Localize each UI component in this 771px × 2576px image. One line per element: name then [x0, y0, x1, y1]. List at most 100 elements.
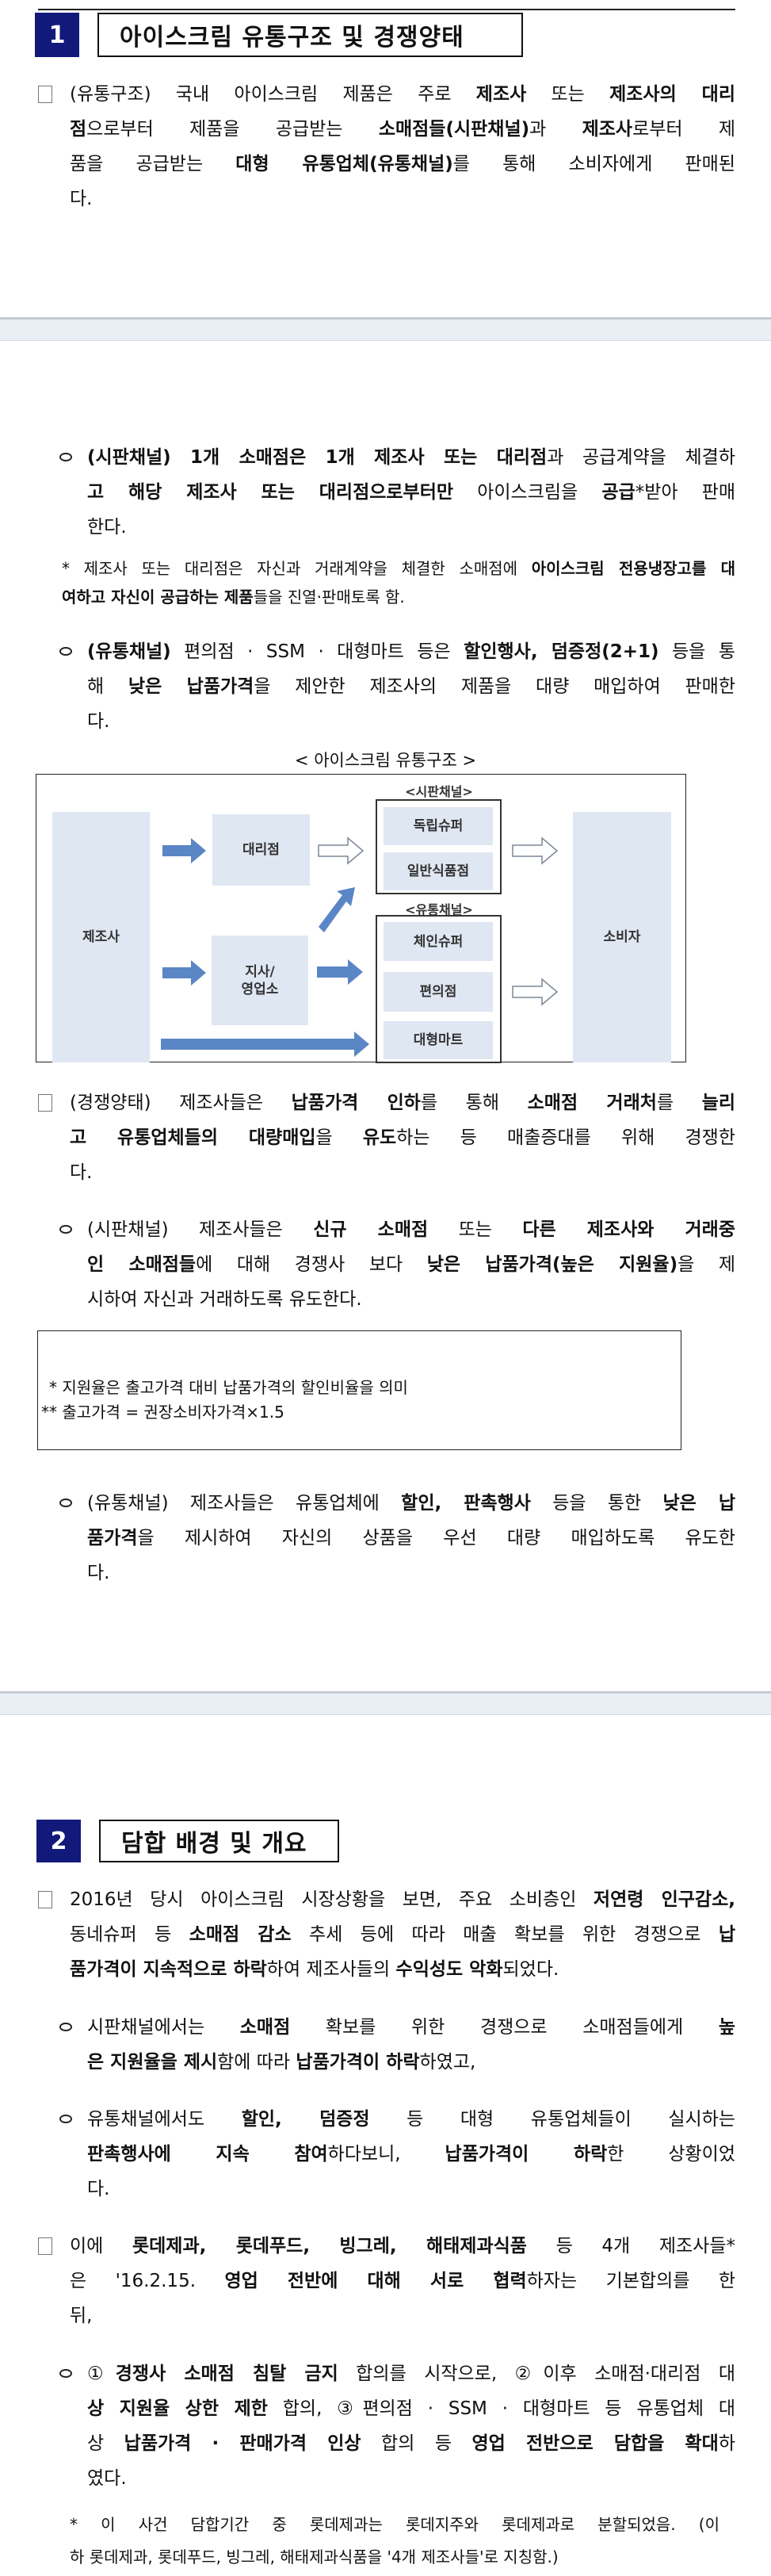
top-rule	[38, 9, 735, 10]
text-segment: 였다.	[87, 2468, 127, 2489]
text-line: 품가격을 제시하여 자신의 상품을 우선 대량 매입하도록 유도한	[87, 1521, 735, 1556]
text-line: 고 유통업체들의 대량매입을 유도하는 등 매출증대를 위해 경쟁한	[70, 1120, 735, 1155]
text-line: 뒤,	[70, 2298, 735, 2333]
bold-text-segment: 판촉행사에 지속 참여	[87, 2144, 328, 2165]
text-segment: 뒤,	[70, 2306, 93, 2326]
text-line: 여하고 자신이 공급하는 제품들을 진열·판매토록 함.	[62, 583, 735, 611]
text-segment: 동네슈퍼 등	[70, 1924, 189, 1945]
text-segment: 은 '16.2.15.	[70, 2271, 225, 2291]
text-segment: 유통채널에서도	[87, 2109, 242, 2130]
outline-arrow-agency-to-retail	[318, 836, 365, 865]
section-number-badge: 2	[36, 1820, 81, 1862]
text-segment: 을	[315, 1127, 363, 1148]
paragraph-distribution-channel: (유통채널) 편의점 · SSM · 대형마트 등은 할인행사, 덤증정(2+1…	[87, 634, 735, 739]
text-segment: 등을 통한	[530, 1493, 663, 1514]
text-segment: 합의를 시작으로, ②이후 소매점·대리점 대	[338, 2364, 736, 2384]
text-segment: 등 대형 유통업체들이 실시하는	[369, 2109, 735, 2130]
arrow-branch-to-convenience	[317, 959, 363, 985]
text-line: 하 롯데제과, 롯데푸드, 빙그레, 해태제과식품을 '4개 제조사들'로 지칭…	[70, 2541, 719, 2574]
text-line: (시판채널) 제조사들은 신규 소매점 또는 다른 제조사와 거래중	[87, 1212, 735, 1247]
bold-text-segment: 낮은 납품가격	[128, 676, 254, 697]
text-segment: 시하여 자신과 거래하도록 유도한다.	[87, 1289, 362, 1310]
text-segment: 을 제시하여 자신의 상품을 우선 대량 매입하도록 유도한	[137, 1528, 735, 1548]
text-line: (유통채널) 편의점 · SSM · 대형마트 등은 할인행사, 덤증정(2+1…	[87, 634, 735, 669]
text-line: 다.	[70, 1155, 735, 1190]
text-line: 였다.	[87, 2461, 735, 2496]
text-segment: 하 롯데제과, 롯데푸드, 빙그레, 해태제과식품을 '4개 제조사들'로 지칭…	[70, 2547, 559, 2566]
text-line: * 제조사 또는 대리점은 자신과 거래계약을 체결한 소매점에 아이스크림 전…	[62, 554, 735, 583]
text-segment: 아이스크림을	[453, 482, 602, 503]
text-line: 은 '16.2.15. 영업 전반에 대해 서로 협력하자는 기본합의를 한	[70, 2264, 735, 2298]
bold-text-segment: 할인, 덤증정	[241, 2109, 370, 2130]
arrow-manufacturer-to-branch	[162, 960, 206, 986]
bold-text-segment: 점	[70, 119, 87, 140]
text-line: * 이 사건 담합기간 중 롯데제과는 롯데지주와 롯데제과로 분할되었음. (…	[70, 2509, 719, 2541]
bold-text-segment: 소매점 거래처	[527, 1093, 657, 1113]
bold-text-segment: 할인, 판촉행사	[401, 1493, 531, 1514]
bold-text-segment: 고 유통업체들의 대량매입	[70, 1127, 316, 1148]
text-segment: 편의점 · SSM · 대형마트 등은	[170, 641, 464, 662]
square-bullet-icon	[38, 1891, 52, 1908]
bold-text-segment: 품가격이 지속적으로 하락	[70, 1959, 267, 1980]
text-segment: 다.	[87, 2179, 110, 2199]
text-segment: 하다보니,	[327, 2144, 445, 2165]
bold-text-segment: 소매점	[239, 2017, 291, 2038]
bold-text-segment: (시판채널) 1개 소매점은 1개 제조사 또는 대리점	[87, 447, 548, 468]
text-segment: 다.	[70, 1162, 93, 1183]
text-segment: 으로부터 제품을 공급받는	[86, 119, 379, 140]
diagram-box-chain-super: 체인슈퍼	[384, 922, 493, 961]
paragraph-agreement: 이에 롯데제과, 롯데푸드, 빙그레, 해태제과식품 등 4개 제조사들*은 '…	[70, 2229, 735, 2333]
text-segment: 과 공급계약을 체결하	[547, 447, 735, 468]
bold-text-segment: 아이스크림 전용냉장고를 대	[531, 559, 735, 578]
text-segment: 또는	[526, 84, 610, 105]
diagram-box-independent-super: 독립슈퍼	[384, 807, 493, 845]
square-bullet-icon	[38, 86, 52, 103]
text-segment: 품을 공급받는	[70, 154, 236, 174]
text-line: 품을 공급받는 대형 유통업체(유통채널)를 통해 소비자에게 판매된	[70, 147, 735, 182]
diagram-box-general-food-store: 일반식품점	[384, 852, 493, 890]
bold-text-segment: 저연령 인구감소,	[593, 1889, 735, 1910]
text-line: 은 지원율을 제시함에 따라 납품가격이 하락하였고,	[87, 2045, 735, 2080]
circle-bullet-icon	[59, 1499, 72, 1507]
diagram-title: < 아이스크림 유통구조 >	[294, 751, 477, 770]
section-title: 담합 배경 및 개요	[99, 1820, 339, 1862]
circle-bullet-icon	[59, 1225, 72, 1234]
bold-text-segment: 다른 제조사와 거래중	[522, 1219, 735, 1240]
bold-text-segment: 인 소매점들	[87, 1254, 197, 1275]
text-segment: (유통채널) 제조사들은 유통업체에	[87, 1493, 402, 1514]
text-segment: 이에	[70, 2236, 132, 2256]
diagram-box-consumer: 소비자	[573, 812, 671, 1062]
text-segment: 를 통해 소비자에게 판매된	[452, 154, 735, 174]
bold-text-segment: 여하고 자신이 공급하는 제품	[62, 588, 254, 607]
bold-text-segment: 제조사	[475, 84, 527, 105]
text-line: 한다.	[87, 510, 735, 545]
text-segment: 2016년 당시 아이스크림 시장상황을 보면, 주요 소비층인	[70, 1889, 594, 1910]
bold-text-segment: 낮은 납품가격(높은 지원율)	[426, 1254, 678, 1275]
footnote-retail: * 제조사 또는 대리점은 자신과 거래계약을 체결한 소매점에 아이스크림 전…	[62, 554, 735, 611]
bold-text-segment: 유도	[362, 1127, 397, 1148]
page-separator	[0, 317, 771, 341]
text-line: 점으로부터 제품을 공급받는 소매점들(시판채널)과 제조사로부터 제	[70, 112, 735, 147]
outline-arrow-retail-to-consumer	[512, 836, 559, 865]
text-segment: 해	[87, 676, 128, 697]
diagram-box-agency: 대리점	[212, 814, 310, 886]
bold-text-segment: 은 지원율을 제시	[87, 2052, 218, 2073]
diagram-arrows	[161, 836, 559, 1057]
text-segment: 상	[87, 2433, 124, 2454]
arrow-manufacturer-to-hypermarket	[161, 1032, 369, 1057]
text-line: 다.	[70, 182, 735, 216]
bold-text-segment: 품가격	[87, 1528, 138, 1548]
bold-text-segment: 납품가격이 하락	[296, 2052, 420, 2073]
text-line: 2016년 당시 아이스크림 시장상황을 보면, 주요 소비층인 저연령 인구감…	[70, 1882, 735, 1917]
text-line: (경쟁양태) 제조사들은 납품가격 인하를 통해 소매점 거래처를 늘리	[70, 1085, 735, 1120]
text-segment: 로부터 제	[632, 119, 735, 140]
text-line: 다.	[87, 2172, 735, 2207]
text-segment: 되었다.	[502, 1959, 559, 1980]
text-segment: 하였고,	[419, 2052, 476, 2073]
text-segment: 을 제안한 제조사의 제품을 대량 매입하여 판매한	[254, 676, 735, 697]
